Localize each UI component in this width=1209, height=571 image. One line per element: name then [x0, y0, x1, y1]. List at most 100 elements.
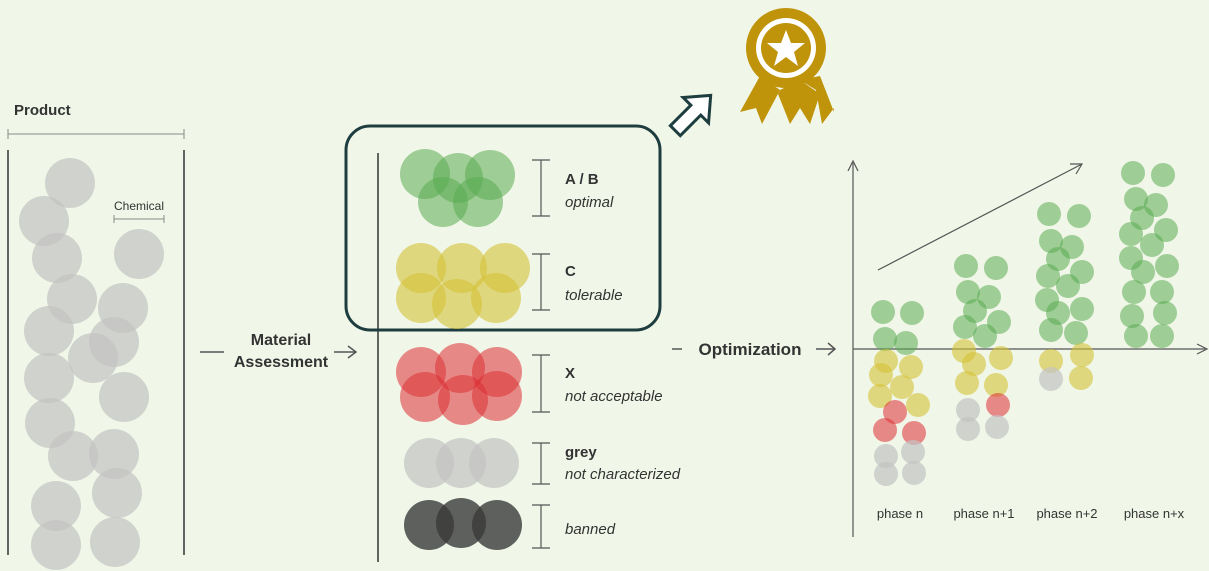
optimal-dot: [1037, 202, 1061, 226]
optimal-dot: [1036, 264, 1060, 288]
optimal-dot: [1155, 254, 1179, 278]
optimal-dot: [953, 315, 977, 339]
not-characterized-dot: [956, 398, 980, 422]
category-grade: A / B: [565, 171, 599, 188]
y-axis: [847, 159, 859, 537]
material-assessment-arrow: Material Assessment: [200, 332, 358, 371]
not-acceptable-circle: [472, 371, 522, 421]
material-assessment-label-line2: Assessment: [234, 354, 329, 371]
phase-n1-column: phase n+1: [952, 254, 1015, 521]
category-grade: X: [565, 365, 575, 382]
banned-circle: [436, 498, 486, 548]
not-characterized-dot: [901, 440, 925, 464]
trend-arrow: [877, 163, 1084, 271]
chemical-circle: [114, 229, 164, 279]
optimization-label: Optimization: [699, 340, 802, 359]
category-desc: not characterized: [565, 466, 681, 483]
not-acceptable-dot: [883, 400, 907, 424]
phase-chart: phase n: [847, 159, 1209, 537]
phase-n2-column: phase n+2: [1035, 202, 1098, 521]
not-characterized-circle: [469, 438, 519, 488]
tolerable-dot: [906, 393, 930, 417]
chemical-circle: [45, 158, 95, 208]
arrow-right-icon: [816, 342, 837, 356]
phase-label: phase n+1: [953, 506, 1014, 521]
tolerable-dot: [869, 363, 893, 387]
optimal-dot: [1056, 274, 1080, 298]
outlined-arrow-icon: [668, 93, 713, 138]
optimal-dot: [1151, 163, 1175, 187]
optimal-dot: [1150, 280, 1174, 304]
not-acceptable-dot: [986, 393, 1010, 417]
product-title: Product: [14, 102, 71, 119]
optimal-dot: [1153, 301, 1177, 325]
category-grade: C: [565, 263, 576, 280]
chemical-circle: [24, 353, 74, 403]
category-not-characterized: grey not characterized: [404, 438, 681, 488]
not-characterized-dot: [874, 444, 898, 468]
optimal-dot: [900, 301, 924, 325]
category-tolerable: C tolerable: [396, 243, 623, 329]
optimal-dot: [1120, 304, 1144, 328]
optimal-dot: [956, 280, 980, 304]
tolerable-dot: [868, 384, 892, 408]
optimal-dot: [1067, 204, 1091, 228]
tolerable-dot: [989, 346, 1013, 370]
not-characterized-dot: [956, 417, 980, 441]
category-banned: banned: [404, 498, 616, 550]
tolerable-dot: [962, 352, 986, 376]
optimal-dot: [894, 331, 918, 355]
category-desc: optimal: [565, 194, 614, 211]
category-desc: not acceptable: [565, 388, 663, 405]
tolerable-dot: [984, 373, 1008, 397]
optimal-dot: [1131, 260, 1155, 284]
optimization-arrow: Optimization: [672, 340, 837, 359]
optimal-dot: [1119, 222, 1143, 246]
product-section: Product Chemical: [7, 102, 185, 570]
category-desc: tolerable: [565, 287, 623, 304]
not-acceptable-dot: [902, 421, 926, 445]
chemical-circle: [99, 372, 149, 422]
tolerable-circle: [471, 273, 521, 323]
phase-label: phase n: [877, 506, 923, 521]
not-acceptable-circle: [400, 372, 450, 422]
not-characterized-dot: [1039, 367, 1063, 391]
material-assessment-label-line1: Material: [251, 332, 311, 349]
category-grade: grey: [565, 444, 597, 461]
optimal-dot: [1154, 218, 1178, 242]
tolerable-dot: [1069, 366, 1093, 390]
chemical-label: Chemical: [114, 199, 164, 213]
chemical-circle: [31, 481, 81, 531]
optimal-circle: [453, 177, 503, 227]
optimal-dot: [984, 256, 1008, 280]
product-width-bracket: [7, 129, 185, 139]
chemical-circle: [48, 431, 98, 481]
category-desc: banned: [565, 521, 616, 538]
phase-n-column: phase n: [868, 300, 930, 521]
optimal-dot: [1124, 324, 1148, 348]
phase-label: phase n+x: [1124, 506, 1185, 521]
tolerable-dot: [1039, 349, 1063, 373]
chemical-bracket: [113, 215, 165, 223]
not-acceptable-dot: [873, 418, 897, 442]
optimal-dot: [1121, 161, 1145, 185]
optimal-dot: [973, 324, 997, 348]
optimal-dot: [954, 254, 978, 278]
optimal-dot: [1124, 187, 1148, 211]
optimal-dot: [1150, 324, 1174, 348]
chemical-circle: [24, 306, 74, 356]
optimal-dot: [1070, 297, 1094, 321]
tolerable-circle: [432, 279, 482, 329]
phase-label: phase n+2: [1036, 506, 1097, 521]
product-chemical-circles: [19, 158, 164, 570]
chemical-circle: [89, 429, 139, 479]
not-characterized-dot: [902, 461, 926, 485]
chemical-circle: [32, 233, 82, 283]
tolerable-dot: [955, 371, 979, 395]
banned-circle: [472, 500, 522, 550]
tolerable-dot: [1070, 343, 1094, 367]
optimal-dot: [873, 327, 897, 351]
optimal-dot: [1064, 321, 1088, 345]
optimal-circle: [418, 177, 468, 227]
